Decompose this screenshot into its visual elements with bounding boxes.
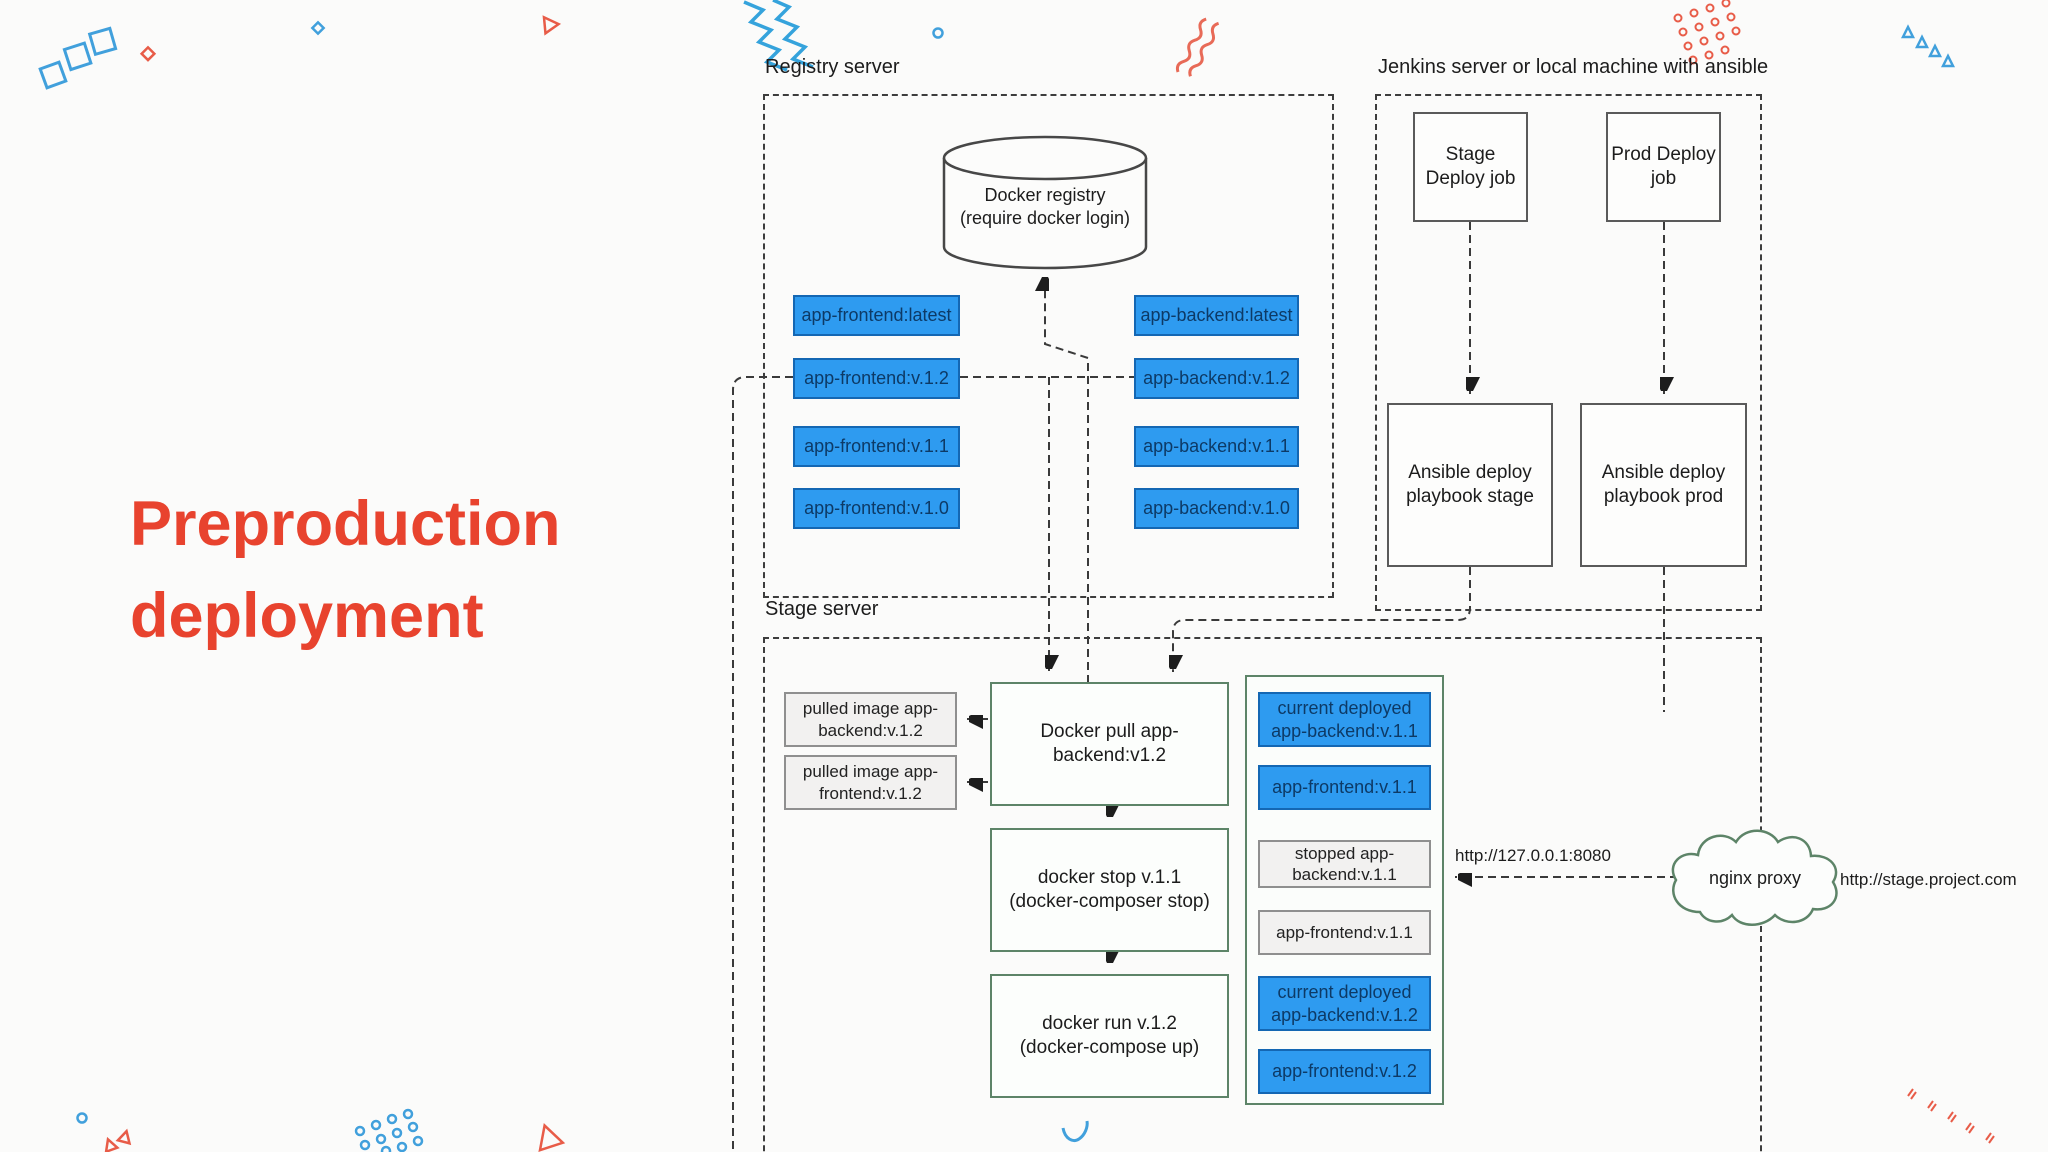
registry-server-label: Registry server xyxy=(765,56,900,78)
docker-registry-cylinder xyxy=(942,135,1148,270)
docker-pull-step-box: Docker pull app- backend:v1.2 xyxy=(990,682,1229,806)
prod-deploy-job-box: Prod Deploy job xyxy=(1606,112,1721,222)
connector-frontend-v12-left xyxy=(732,376,793,1152)
registry-image-frontend-v11: app-frontend:v.1.1 xyxy=(793,426,960,467)
external-url-label: http://stage.project.com xyxy=(1840,870,2017,889)
connector-pull-request-to-registry xyxy=(1045,274,1089,683)
stage-server-label: Stage server xyxy=(765,598,879,620)
connector-ansible-stage-to-docker-pull xyxy=(1173,567,1471,672)
title-line-1: Preproduction xyxy=(130,489,561,559)
deployed-box-6: app-frontend:v.1.2 xyxy=(1258,1049,1431,1094)
pulled-image-frontend-box: pulled image app- frontend:v.1.2 xyxy=(784,755,957,810)
registry-server-frame xyxy=(763,94,1334,598)
docker-registry-line2: (require docker login) xyxy=(959,208,1131,229)
title-line-2: deployment xyxy=(130,581,484,651)
internal-url-label: http://127.0.0.1:8080 xyxy=(1455,846,1611,865)
registry-image-backend-v12: app-backend:v.1.2 xyxy=(1134,358,1299,399)
stage-deploy-job-box: Stage Deploy job xyxy=(1413,112,1528,222)
registry-image-backend-v11: app-backend:v.1.1 xyxy=(1134,426,1299,467)
registry-image-frontend-v10: app-frontend:v.1.0 xyxy=(793,488,960,529)
jenkins-server-frame xyxy=(1375,94,1762,611)
confetti-decorations xyxy=(38,0,1995,1152)
ansible-playbook-prod-box: Ansible deploy playbook prod xyxy=(1580,403,1747,567)
docker-run-step-box: docker run v.1.2 (docker-compose up) xyxy=(990,974,1229,1098)
deployed-box-4: app-frontend:v.1.1 xyxy=(1258,910,1431,955)
deployed-box-5: current deployed app-backend:v.1.2 xyxy=(1258,976,1431,1031)
registry-image-backend-v10: app-backend:v.1.0 xyxy=(1134,488,1299,529)
jenkins-server-label: Jenkins server or local machine with ans… xyxy=(1378,56,1769,78)
pulled-image-backend-box: pulled image app- backend:v.1.2 xyxy=(784,692,957,747)
nginx-proxy-cloud xyxy=(1671,829,1838,926)
docker-registry-line1: Docker registry xyxy=(984,185,1106,205)
deployed-box-2: app-frontend:v.1.1 xyxy=(1258,765,1431,810)
ansible-playbook-stage-box: Ansible deploy playbook stage xyxy=(1387,403,1553,567)
registry-image-backend-latest: app-backend:latest xyxy=(1134,295,1299,336)
deployed-box-3: stopped app- backend:v.1.1 xyxy=(1258,840,1431,888)
deployed-box-1: current deployed app-backend:v.1.1 xyxy=(1258,692,1431,747)
registry-image-frontend-latest: app-frontend:latest xyxy=(793,295,960,336)
nginx-proxy-label: nginx proxy xyxy=(1708,868,1802,888)
docker-stop-step-box: docker stop v.1.1 (docker-composer stop) xyxy=(990,828,1229,952)
registry-image-frontend-v12: app-frontend:v.1.2 xyxy=(793,358,960,399)
docker-registry-text: Docker registry (require docker login) xyxy=(944,184,1146,231)
page-title: Preproduction deployment xyxy=(130,478,561,662)
